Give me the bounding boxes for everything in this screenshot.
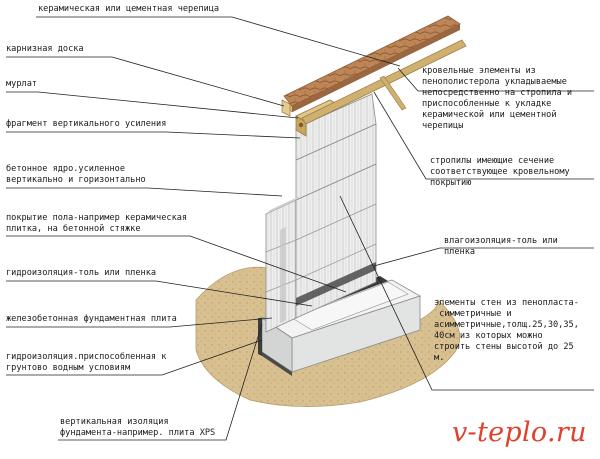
leader-fascia [6, 56, 285, 107]
leader-wall-elements [339, 195, 594, 391]
leader-concrete-core [6, 187, 283, 197]
leader-tile [36, 16, 401, 67]
leader-ground-waterproof [6, 339, 263, 376]
leader-lines [6, 16, 594, 441]
label-moisture-insulation: влагоизоляция-толь или пленка [444, 236, 558, 257]
label-concrete-core: бетонное ядро.усиленное вертикально и го… [6, 164, 146, 185]
leader-vertical-insulation [58, 323, 263, 441]
label-ground-waterproof: гидроизоляция.приспособленная к грунтово… [6, 352, 167, 373]
leader-mauerlat [6, 91, 299, 119]
label-waterproof-left: гидроизоляция-толь или пленка [6, 268, 157, 278]
label-roof-elements: кровельные элементы из пенополистерола у… [422, 66, 573, 131]
label-mauerlat: мурлат [6, 79, 38, 89]
label-fascia: карнизная доска [6, 44, 84, 54]
label-tile: керамическая или цементная черепица [38, 4, 220, 14]
leader-rafters [373, 91, 594, 180]
label-wall-elements: элементы стен из пенопласта- симметричны… [434, 298, 579, 363]
leader-vertical-fragment [6, 131, 301, 139]
label-foundation-slab: железобетонная фундаментная плита [6, 314, 177, 324]
fascia-board [281, 99, 291, 117]
leader-floor [6, 235, 347, 293]
leader-moisture [373, 247, 594, 267]
foam-wall [265, 93, 377, 333]
leader-slab [6, 317, 273, 328]
watermark-logo: v-teplo.ru [452, 417, 587, 448]
tile-roof [283, 15, 461, 112]
label-vertical-fragment: фрагмент вертикального усиления [6, 119, 167, 129]
label-rafters: стропилы имеющие сечение соответствующее… [430, 156, 570, 188]
leader-roof-elements [397, 67, 594, 92]
floor-screed [291, 281, 409, 331]
leader-waterproof-left [6, 280, 313, 307]
label-floor-covering: покрытие пола-например керамическая плит… [6, 213, 188, 234]
label-vertical-insulation: вертикальная изоляция фундамента-наприме… [60, 417, 216, 438]
